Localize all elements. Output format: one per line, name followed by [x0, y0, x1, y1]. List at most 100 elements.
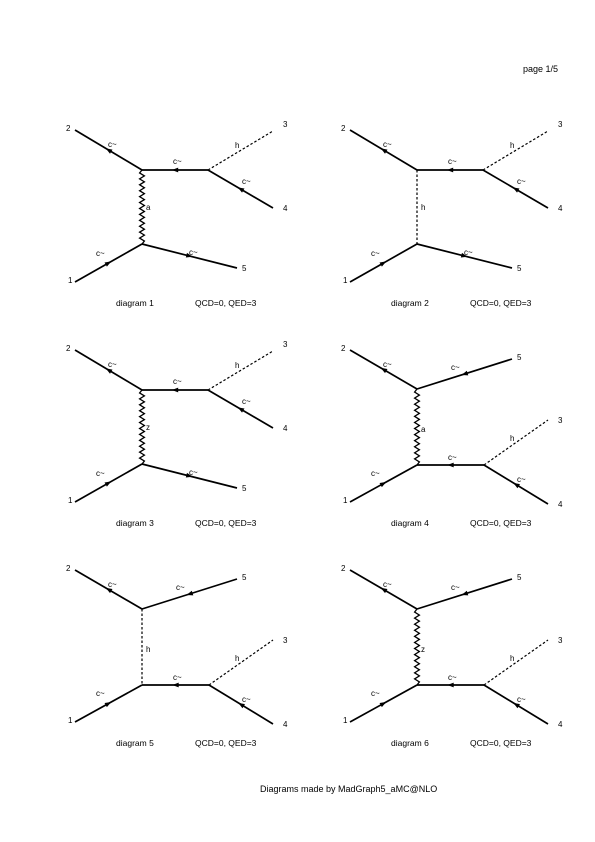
d1-particle-label: c~ — [96, 249, 105, 258]
d5-particle-label: h — [235, 654, 239, 663]
d2-couplings: QCD=0, QED=3 — [470, 298, 532, 308]
d4-external-label: 5 — [517, 353, 522, 362]
d1-particle-label: c~ — [173, 157, 182, 166]
d6-line-exchange — [413, 608, 421, 686]
d3-line-5-arrow — [185, 472, 193, 478]
d1-couplings: QCD=0, QED=3 — [195, 298, 257, 308]
d6-particle-label: z — [421, 645, 425, 654]
d6-particle-label: c~ — [371, 689, 380, 698]
d6-external-label: 5 — [517, 573, 522, 582]
d1-external-label: 5 — [242, 264, 247, 273]
d2-line-1-arrow — [379, 261, 387, 267]
d3-line-1-arrow — [104, 481, 112, 487]
d5-external-label: 3 — [283, 636, 288, 645]
d1-external-label: 3 — [283, 120, 288, 129]
d1-line-exchange — [138, 169, 146, 245]
d2-particle-label: c~ — [448, 157, 457, 166]
d5-line-4-arrow — [238, 702, 245, 709]
d1-particle-label: c~ — [108, 140, 117, 149]
d4-line-internal-arrow — [447, 462, 454, 468]
d2-external-label: 2 — [341, 124, 346, 133]
d6-particle-label: c~ — [451, 583, 460, 592]
d3-particle-label: c~ — [173, 377, 182, 386]
d3-particle-label: c~ — [189, 468, 198, 477]
d1-particle-label: c~ — [242, 177, 251, 186]
d1-caption: diagram 1 — [116, 298, 154, 308]
d2-particle-label: c~ — [383, 140, 392, 149]
d6-line-5-arrow — [461, 590, 469, 596]
d3-external-label: 4 — [283, 424, 288, 433]
d5-particle-label: c~ — [242, 695, 251, 704]
d3-particle-label: c~ — [242, 397, 251, 406]
d6-particle-label: c~ — [448, 673, 457, 682]
d4-particle-label: c~ — [448, 453, 457, 462]
d3-external-label: 1 — [68, 496, 73, 505]
d1-line-5-arrow — [185, 252, 193, 258]
d2-particle-label: h — [421, 203, 425, 212]
d5-external-label: 5 — [242, 573, 247, 582]
d5-line-internal-arrow — [172, 682, 179, 688]
d4-caption: diagram 4 — [391, 518, 429, 528]
d6-particle-label: h — [510, 654, 514, 663]
d5-caption: diagram 5 — [116, 738, 154, 748]
d2-external-label: 3 — [558, 120, 563, 129]
d4-external-label: 3 — [558, 416, 563, 425]
d6-particle-label: c~ — [517, 695, 526, 704]
d4-particle-label: c~ — [371, 469, 380, 478]
d6-line-4-arrow — [513, 702, 520, 709]
d6-external-label: 3 — [558, 636, 563, 645]
d1-line-1-arrow — [104, 261, 112, 267]
d4-line-4-arrow — [513, 482, 520, 489]
d3-external-label: 3 — [283, 340, 288, 349]
d1-line-2-arrow — [105, 148, 113, 154]
d3-line-3 — [207, 350, 274, 391]
d2-particle-label: c~ — [371, 249, 380, 258]
d1-particle-label: c~ — [189, 248, 198, 257]
d3-line-exchange — [138, 389, 146, 465]
d4-external-label: 2 — [341, 344, 346, 353]
d4-line-2-arrow — [380, 367, 388, 374]
d5-particle-label: c~ — [108, 580, 117, 589]
d2-line-4-arrow — [512, 187, 520, 193]
d6-line-2-arrow — [380, 587, 388, 594]
d2-particle-label: h — [510, 141, 514, 150]
d2-line-2-arrow — [380, 148, 388, 154]
d5-particle-label: c~ — [176, 583, 185, 592]
d5-line-3 — [208, 639, 274, 686]
d2-line-5-arrow — [460, 252, 468, 258]
d2-particle-label: c~ — [464, 248, 473, 257]
d6-line-internal-arrow — [447, 682, 454, 688]
d6-line-3 — [483, 639, 549, 686]
d6-couplings: QCD=0, QED=3 — [470, 738, 532, 748]
d4-particle-label: a — [421, 425, 426, 434]
d4-couplings: QCD=0, QED=3 — [470, 518, 532, 528]
d1-particle-label: h — [235, 141, 239, 150]
d6-particle-label: c~ — [383, 580, 392, 589]
d6-external-label: 4 — [558, 720, 563, 729]
d5-couplings: QCD=0, QED=3 — [195, 738, 257, 748]
d3-external-label: 5 — [242, 484, 247, 493]
d3-external-label: 2 — [66, 344, 71, 353]
d1-line-3 — [207, 130, 274, 171]
d5-particle-label: c~ — [173, 673, 182, 682]
d5-external-label: 4 — [283, 720, 288, 729]
d4-particle-label: c~ — [383, 360, 392, 369]
d6-caption: diagram 6 — [391, 738, 429, 748]
d2-particle-label: c~ — [517, 177, 526, 186]
d4-external-label: 4 — [558, 500, 563, 509]
d2-external-label: 1 — [343, 276, 348, 285]
d2-caption: diagram 2 — [391, 298, 429, 308]
d5-line-5-arrow — [186, 590, 194, 596]
d2-line-3 — [482, 130, 549, 171]
d6-external-label: 1 — [343, 716, 348, 725]
d4-particle-label: c~ — [451, 363, 460, 372]
d3-line-4-arrow — [237, 407, 245, 413]
d5-particle-label: h — [146, 645, 150, 654]
page-number: page 1/5 — [523, 64, 559, 74]
